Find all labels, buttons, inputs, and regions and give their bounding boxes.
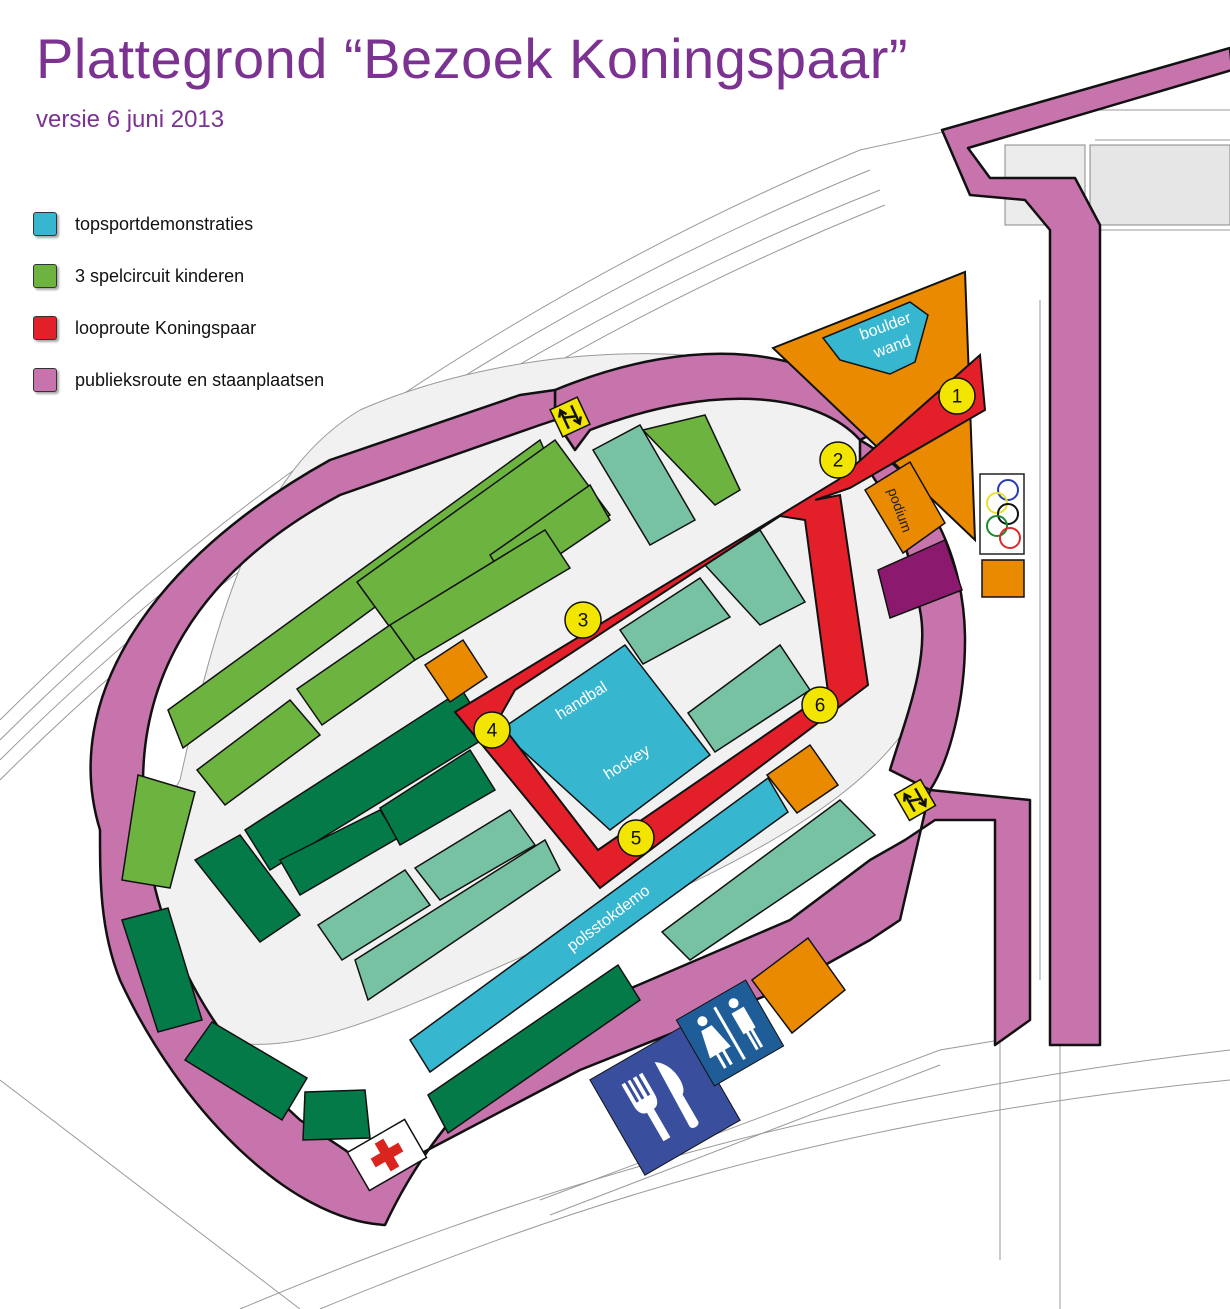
stop-1-marker: 1 (938, 377, 976, 415)
svg-text:5: 5 (631, 829, 642, 850)
kids-circuit-light (121, 414, 741, 889)
legend-swatch-kids (33, 264, 57, 288)
legend-swatch-public (33, 368, 57, 392)
red-cross-icon (346, 1118, 428, 1192)
legend-item-public: publieksroute en staanplaatsen (33, 354, 324, 406)
legend-item-topsport: topsportdemonstraties (33, 198, 324, 250)
svg-text:6: 6 (815, 696, 826, 717)
two-way-arrow-icon (549, 396, 591, 438)
legend-label: topsportdemonstraties (75, 213, 254, 234)
royal-walking-route (453, 352, 987, 890)
parking-area (1089, 144, 1230, 226)
version-date: versie 6 juni 2013 (36, 106, 225, 133)
handball-hockey-field (498, 643, 712, 831)
olympic-rings-icon (979, 473, 1025, 555)
stop-4-marker: 4 (473, 711, 511, 749)
svg-text:2: 2 (833, 451, 844, 472)
stop-2-marker: 2 (819, 441, 857, 479)
orange-blocks (423, 460, 1025, 1035)
legend-swatch-topsport (33, 212, 57, 236)
legend-label: publieksroute en staanplaatsen (75, 369, 325, 390)
plum-block (877, 538, 963, 620)
stop-3-marker: 3 (564, 601, 602, 639)
svg-text:1: 1 (952, 387, 963, 408)
page-title: Plattegrond “Bezoek Koningspaar” (36, 27, 909, 90)
two-way-arrow-icon (893, 778, 937, 822)
polsstok-area (408, 776, 789, 1074)
svg-text:4: 4 (487, 721, 498, 742)
stop-6-marker: 6 (801, 686, 839, 724)
svg-text:3: 3 (578, 611, 589, 632)
legend-label: looproute Koningspaar (75, 317, 257, 338)
legend-item-route: looproute Koningspaar (33, 302, 324, 354)
legend: topsportdemonstraties 3 spelcircuit kind… (33, 198, 324, 406)
toilet-icon (675, 979, 785, 1087)
boulder-wall (821, 301, 929, 375)
legend-swatch-route (33, 316, 57, 340)
legend-label: 3 spelcircuit kinderen (75, 265, 245, 286)
stop-5-marker: 5 (617, 819, 655, 857)
legend-item-kids: 3 spelcircuit kinderen (33, 250, 324, 302)
kids-circuit-dark (121, 688, 642, 1141)
kids-circuit-teal (316, 423, 877, 1002)
route-stops: 1 2 3 4 5 6 (473, 377, 976, 857)
